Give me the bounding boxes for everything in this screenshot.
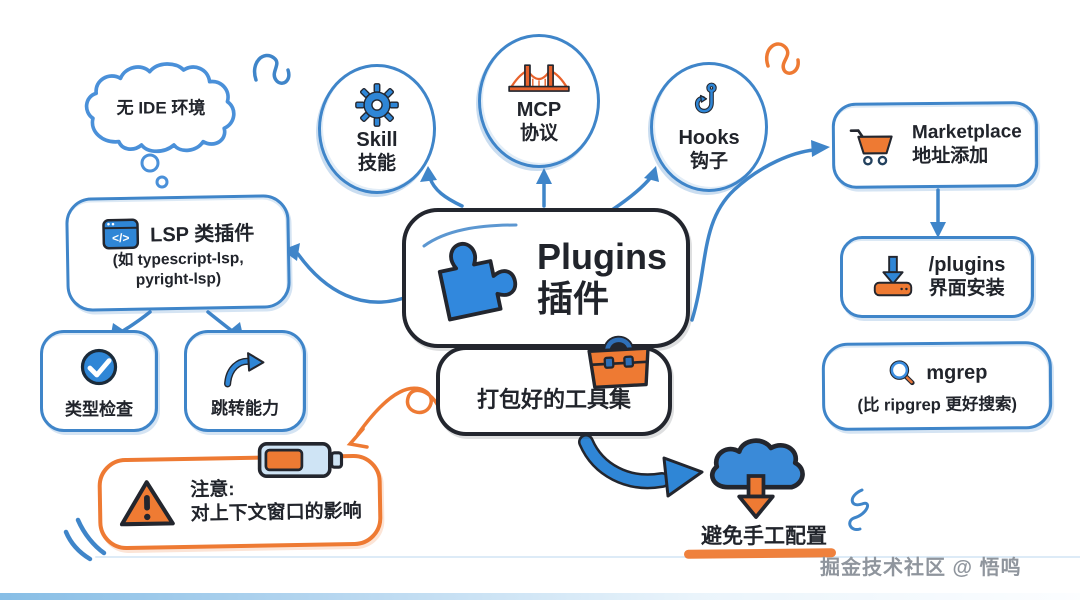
download-tray-icon [869, 253, 917, 301]
plugins-label-zh: 插件 [536, 278, 609, 319]
warning-triangle-icon [118, 477, 177, 530]
squiggle-bottom-right [848, 488, 870, 531]
mcp-label-en: MCP [516, 99, 562, 122]
node-no-ide-cloud: 无 IDE 环境 [80, 60, 242, 160]
squiggle-top-left [252, 53, 291, 85]
node-jump: 跳转能力 [184, 330, 306, 432]
arrow-center-to-lsp [282, 243, 412, 304]
plugins-install-label-en: /plugins [928, 254, 1006, 277]
arrow-center-to-hooks [610, 166, 659, 212]
thought-cloud [84, 62, 236, 154]
watermark: 掘金技术社区 @ 悟鸣 [820, 557, 1022, 579]
arrow-marketplace-to-plugins-install [930, 188, 946, 238]
node-lsp: </> LSP 类插件 (如 typescript-lsp, pyright-l… [65, 194, 291, 312]
check-circle-icon [75, 343, 123, 391]
arrow-center-to-mcp [536, 168, 552, 208]
bridge-icon [508, 56, 570, 98]
sketch-accent [422, 223, 518, 248]
fishhook-icon [688, 80, 730, 126]
lsp-sub2: pyright-lsp) [135, 270, 222, 289]
plugins-label-en: Plugins [536, 235, 667, 277]
curved-arrow-icon [219, 344, 271, 390]
skill-label-zh: 技能 [357, 153, 396, 175]
skill-label-en: Skill [356, 129, 398, 152]
gear-icon [354, 82, 400, 128]
code-window-icon: </> [101, 217, 142, 252]
loopy-arrow-to-warning [346, 386, 442, 449]
arrow-center-to-skill [420, 166, 464, 208]
toolbox-icon [572, 322, 665, 395]
arrow-toolkit-to-cloud-download [578, 434, 704, 498]
mcp-label-zh: 协议 [519, 123, 558, 145]
plugins-install-label-zh: 界面安装 [928, 278, 1005, 300]
warning-title: 注意: [190, 479, 235, 502]
magnifier-icon [886, 357, 918, 389]
marketplace-label-en: Marketplace [911, 121, 1022, 144]
emphasis-strokes [63, 517, 107, 562]
no-ide-label: 无 IDE 环境 [116, 98, 206, 118]
cloud-download-icon [700, 428, 812, 524]
warning-desc: 对上下文窗口的影响 [190, 500, 362, 525]
battery-icon [256, 436, 346, 484]
type-check-label: 类型检查 [65, 399, 133, 419]
node-hooks: Hooks 钩子 [650, 62, 768, 192]
node-skill: Skill 技能 [318, 64, 436, 194]
node-type-check: 类型检查 [40, 330, 158, 432]
lsp-sub1: (如 typescript-lsp, [112, 249, 244, 269]
mgrep-label-en: mgrep [926, 361, 988, 385]
lsp-title: LSP 类插件 [149, 223, 255, 247]
puzzle-icon [416, 223, 529, 333]
node-toolkit: 打包好的工具集 [436, 346, 672, 436]
cart-icon [848, 121, 900, 169]
node-plugins-install: /plugins 界面安装 [840, 236, 1034, 318]
hooks-label-en: Hooks [678, 127, 740, 150]
avoid-config-label: 避免手工配置 [701, 525, 827, 548]
node-mcp: MCP 协议 [478, 34, 600, 168]
svg-text:</>: </> [112, 231, 130, 245]
node-marketplace: Marketplace 地址添加 [831, 101, 1039, 189]
node-warning: 注意: 对上下文窗口的影响 [97, 453, 383, 551]
thought-bubble-dots [140, 153, 169, 189]
jump-label: 跳转能力 [211, 398, 279, 418]
mgrep-label-zh: (比 ripgrep 更好搜索) [857, 395, 1017, 415]
toolkit-label: 打包好的工具集 [476, 387, 631, 412]
squiggle-top-right-orange [764, 42, 800, 75]
marketplace-label-zh: 地址添加 [912, 145, 989, 168]
hooks-label-zh: 钩子 [689, 151, 728, 173]
bottom-progress-bar [0, 593, 1080, 600]
arrow-center-to-marketplace [690, 140, 830, 322]
node-mgrep: mgrep (比 ripgrep 更好搜索) [821, 340, 1053, 432]
